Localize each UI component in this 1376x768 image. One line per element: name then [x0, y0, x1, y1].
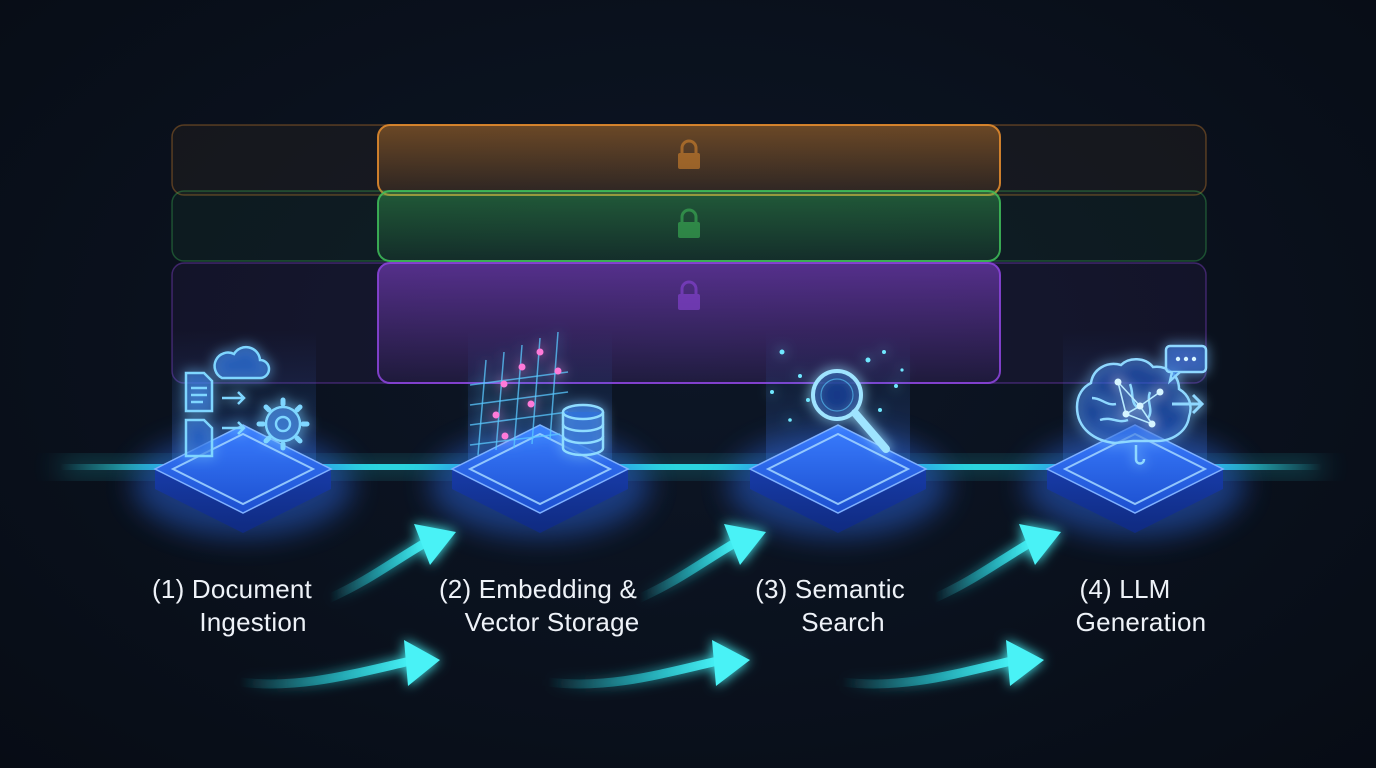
flow-arrows: [235, 524, 1061, 689]
stage-2-label-line2: Vector Storage: [464, 607, 640, 637]
lock-icon: [678, 139, 700, 169]
band-purple: [171, 262, 1207, 384]
band-orange: [171, 124, 1207, 196]
brain-chat-icon: [1075, 344, 1208, 465]
document-cloud-gear-icon: [184, 345, 310, 458]
flow-arrow-icon: [635, 524, 766, 603]
stage-1-platform: [133, 424, 353, 537]
stage-4-platform: [1025, 424, 1245, 537]
stage-3-label-line1: (3) Semantic: [755, 574, 905, 604]
stage-2-label-line1: (2) Embedding &: [438, 574, 638, 604]
flow-arrow-icon: [235, 640, 440, 689]
magnifier-search-icon: [770, 349, 904, 453]
flow-arrow-icon: [325, 524, 456, 603]
pipeline-line: [60, 460, 1322, 474]
stage-1-label-line2: Ingestion: [199, 607, 307, 637]
lock-icon: [678, 208, 700, 238]
stage-1-label: (1) Document Ingestion: [102, 573, 362, 639]
stage-3-label-line2: Search: [801, 607, 885, 637]
stage-3-label: (3) Semantic Search: [700, 573, 960, 639]
flow-arrow-icon: [543, 640, 750, 689]
stage-2-platform: [430, 424, 650, 537]
flow-arrow-icon: [837, 640, 1044, 689]
vector-grid-database-icon: [469, 331, 605, 457]
stage-2-label: (2) Embedding & Vector Storage: [408, 573, 668, 639]
stage-3-platform: [728, 424, 948, 537]
band-green: [171, 190, 1207, 262]
stage-4-label-line2: Generation: [1075, 607, 1207, 637]
stage-1-label-line1: (1) Document: [152, 574, 312, 604]
flow-arrow-icon: [930, 524, 1061, 603]
stage-4-label: (4) LLM Generation: [995, 573, 1255, 639]
stage-4-label-line1: (4) LLM: [1079, 574, 1171, 604]
lock-icon: [678, 280, 700, 310]
